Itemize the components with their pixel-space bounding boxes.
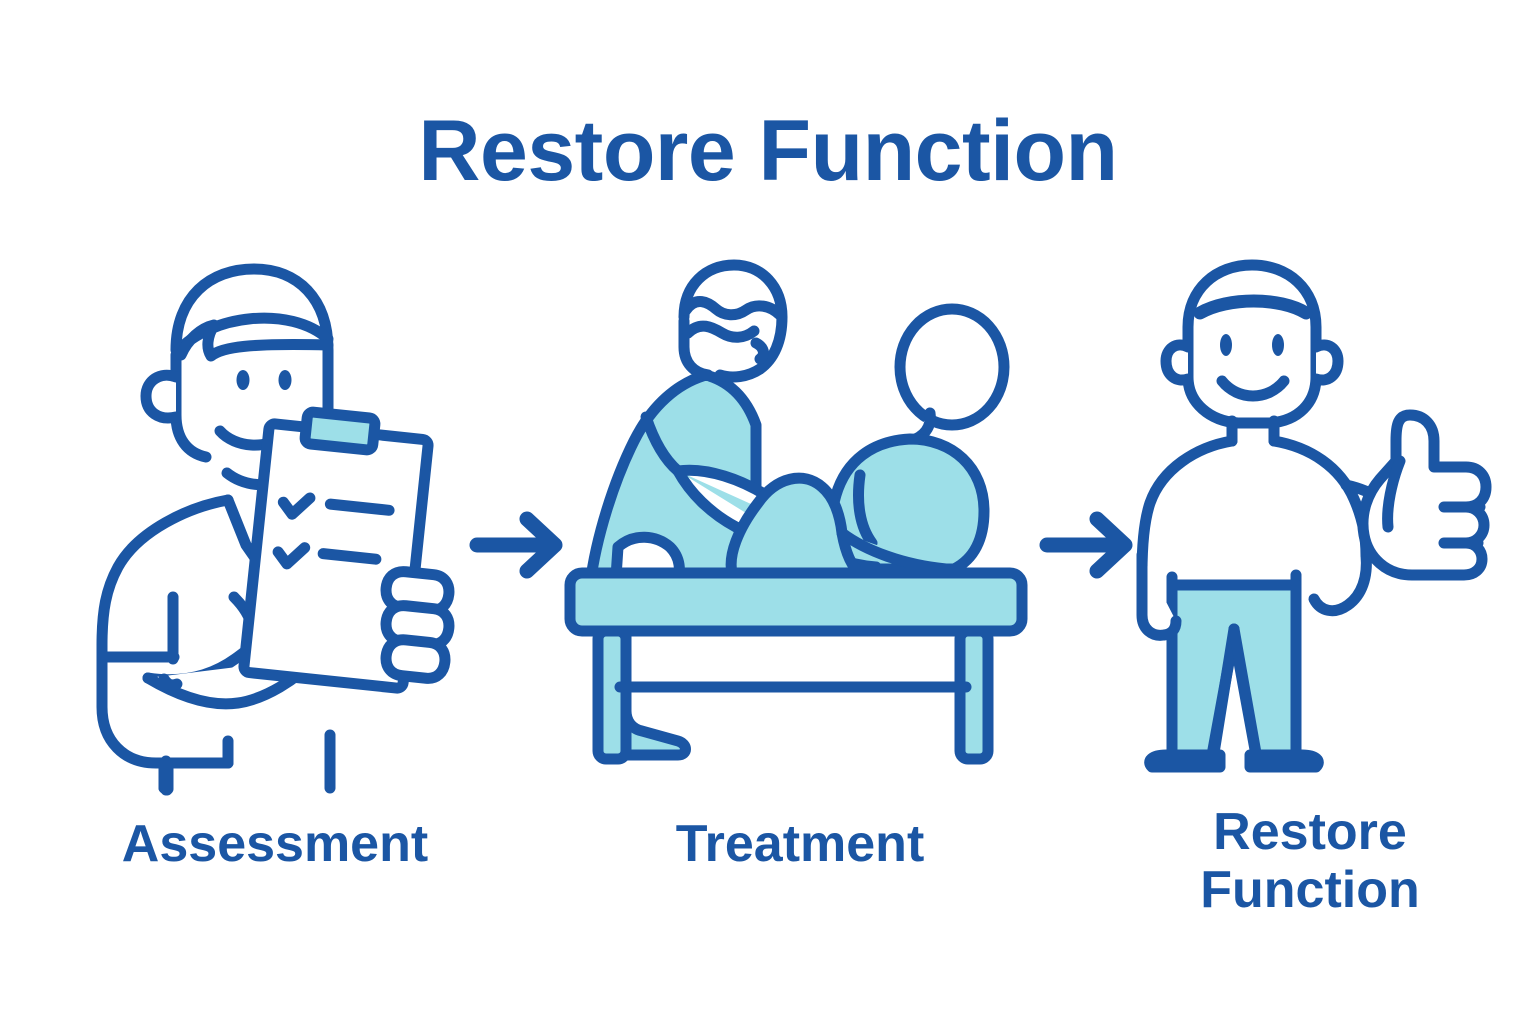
treatment-illustration <box>560 255 1040 800</box>
therapist-with-clipboard-icon <box>96 263 455 796</box>
step-label-line-2: Function <box>1200 861 1420 920</box>
page-title: Restore Function <box>418 103 1118 199</box>
step-label-assessment: Assessment <box>121 815 429 873</box>
thumbs-up-hand-icon <box>1357 409 1492 581</box>
arrow-treatment-to-restore-function <box>1035 505 1145 585</box>
arrow-assessment-to-treatment <box>465 505 575 585</box>
step-label-restore-function: Restore Function <box>1110 803 1510 919</box>
clipboard-icon <box>238 406 455 694</box>
patient-figure <box>725 303 1010 579</box>
assessment-illustration <box>60 255 490 800</box>
restore-function-illustration <box>1110 255 1510 800</box>
man-thumbs-up-icon <box>1136 259 1492 773</box>
arrow-right-icon <box>469 511 563 579</box>
step-label-treatment: Treatment <box>675 815 925 873</box>
step-treatment: Treatment <box>560 255 1040 873</box>
step-assessment: Assessment <box>60 255 490 873</box>
step-label-line-1: Restore <box>1213 803 1407 861</box>
step-restore-function: Restore Function <box>1110 255 1510 919</box>
treatment-table <box>564 567 1028 765</box>
therapist-treating-patient-on-table-icon <box>564 259 1028 765</box>
arrow-right-icon <box>1039 511 1133 579</box>
